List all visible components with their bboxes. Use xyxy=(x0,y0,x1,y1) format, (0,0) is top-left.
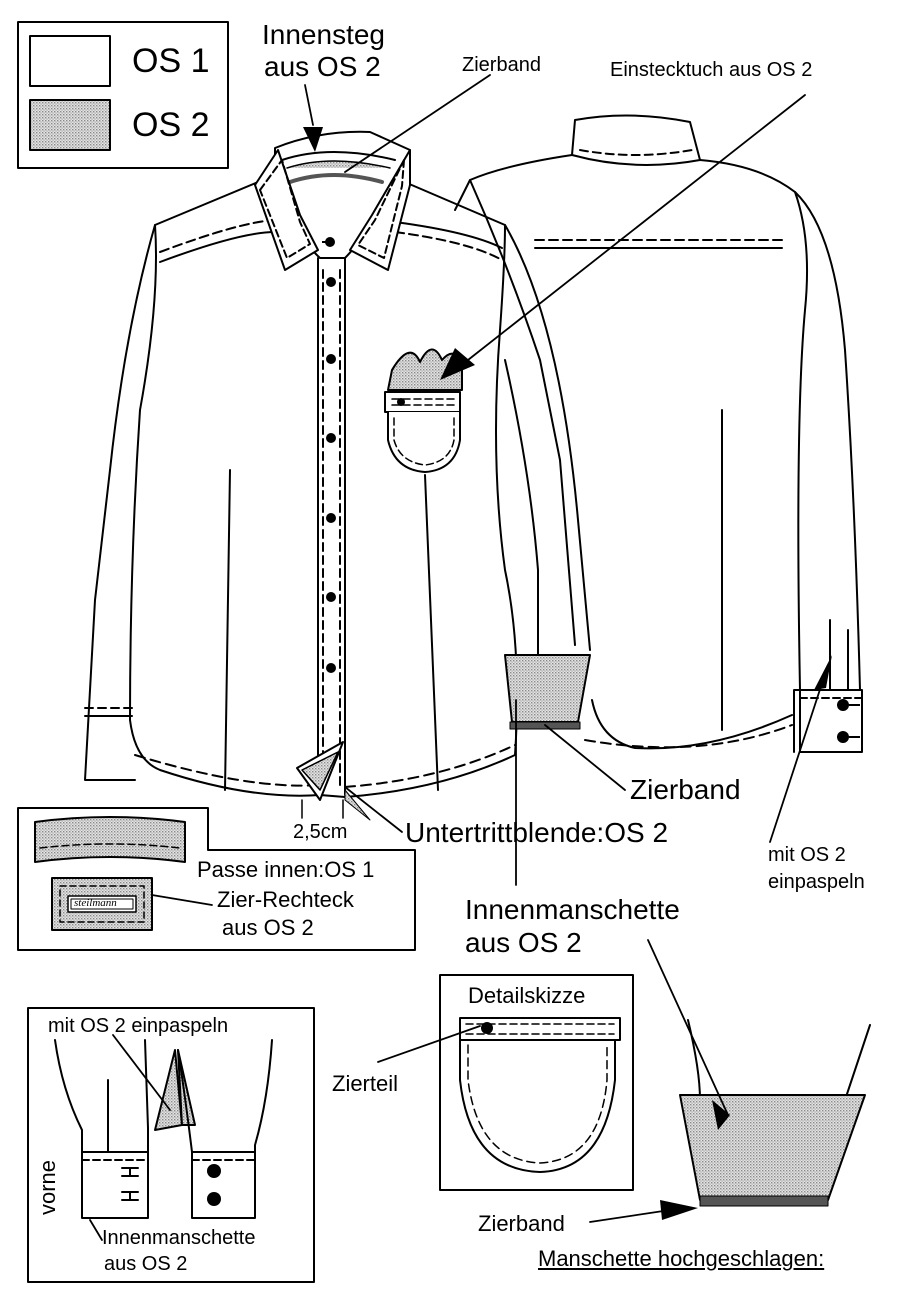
zierteil-label: Zierteil xyxy=(332,1071,399,1096)
innenmanschette-bottom-line2: aus OS 2 xyxy=(104,1253,188,1275)
legend-os2-label: OS 2 xyxy=(132,106,210,144)
passe-label: Passe innen:OS 1 xyxy=(197,857,375,882)
front-collar xyxy=(254,130,411,271)
innenmanschette-mid-line2: aus OS 2 xyxy=(465,927,582,958)
einpaspeln-bottom-label: mit OS 2 einpaspeln xyxy=(48,1015,229,1037)
innenmanschette-bottom-line1: Innenmanschette xyxy=(102,1227,256,1249)
einpaspeln-right-line1: mit OS 2 xyxy=(768,844,846,866)
leader-lines xyxy=(89,74,829,1241)
brand-tag-text: steilmann xyxy=(74,897,117,909)
vorne-label: vorne xyxy=(35,1159,60,1215)
zierband-top-label: Zierband xyxy=(462,54,541,76)
legend-os1-label: OS 1 xyxy=(132,42,210,80)
zierband-bottom-label: Zierband xyxy=(478,1211,565,1236)
untertritt-label: Untertrittblende:OS 2 xyxy=(405,817,669,848)
front-cuff xyxy=(504,654,591,730)
einpaspeln-right-line2: einpaspeln xyxy=(768,871,865,893)
zier-rechteck-line1: Zier-Rechteck xyxy=(217,887,354,912)
innensteg-label-line2: aus OS 2 xyxy=(264,51,381,82)
caption-manschette: Manschette hochgeschlagen: xyxy=(538,1246,825,1271)
detail-sketch-title: Detailskizze xyxy=(468,983,586,1008)
front-shirt xyxy=(84,174,591,798)
back-shirt xyxy=(454,114,863,753)
innenmanschette-mid-line1: Innenmanschette xyxy=(465,894,680,925)
zier-rechteck-line2: aus OS 2 xyxy=(222,915,314,940)
measure-label: 2,5cm xyxy=(293,821,348,843)
einstecktuch-label: Einstecktuch aus OS 2 xyxy=(610,59,813,81)
innensteg-label-line1: Innensteg xyxy=(262,19,385,50)
zierband-mid-label: Zierband xyxy=(630,774,741,805)
